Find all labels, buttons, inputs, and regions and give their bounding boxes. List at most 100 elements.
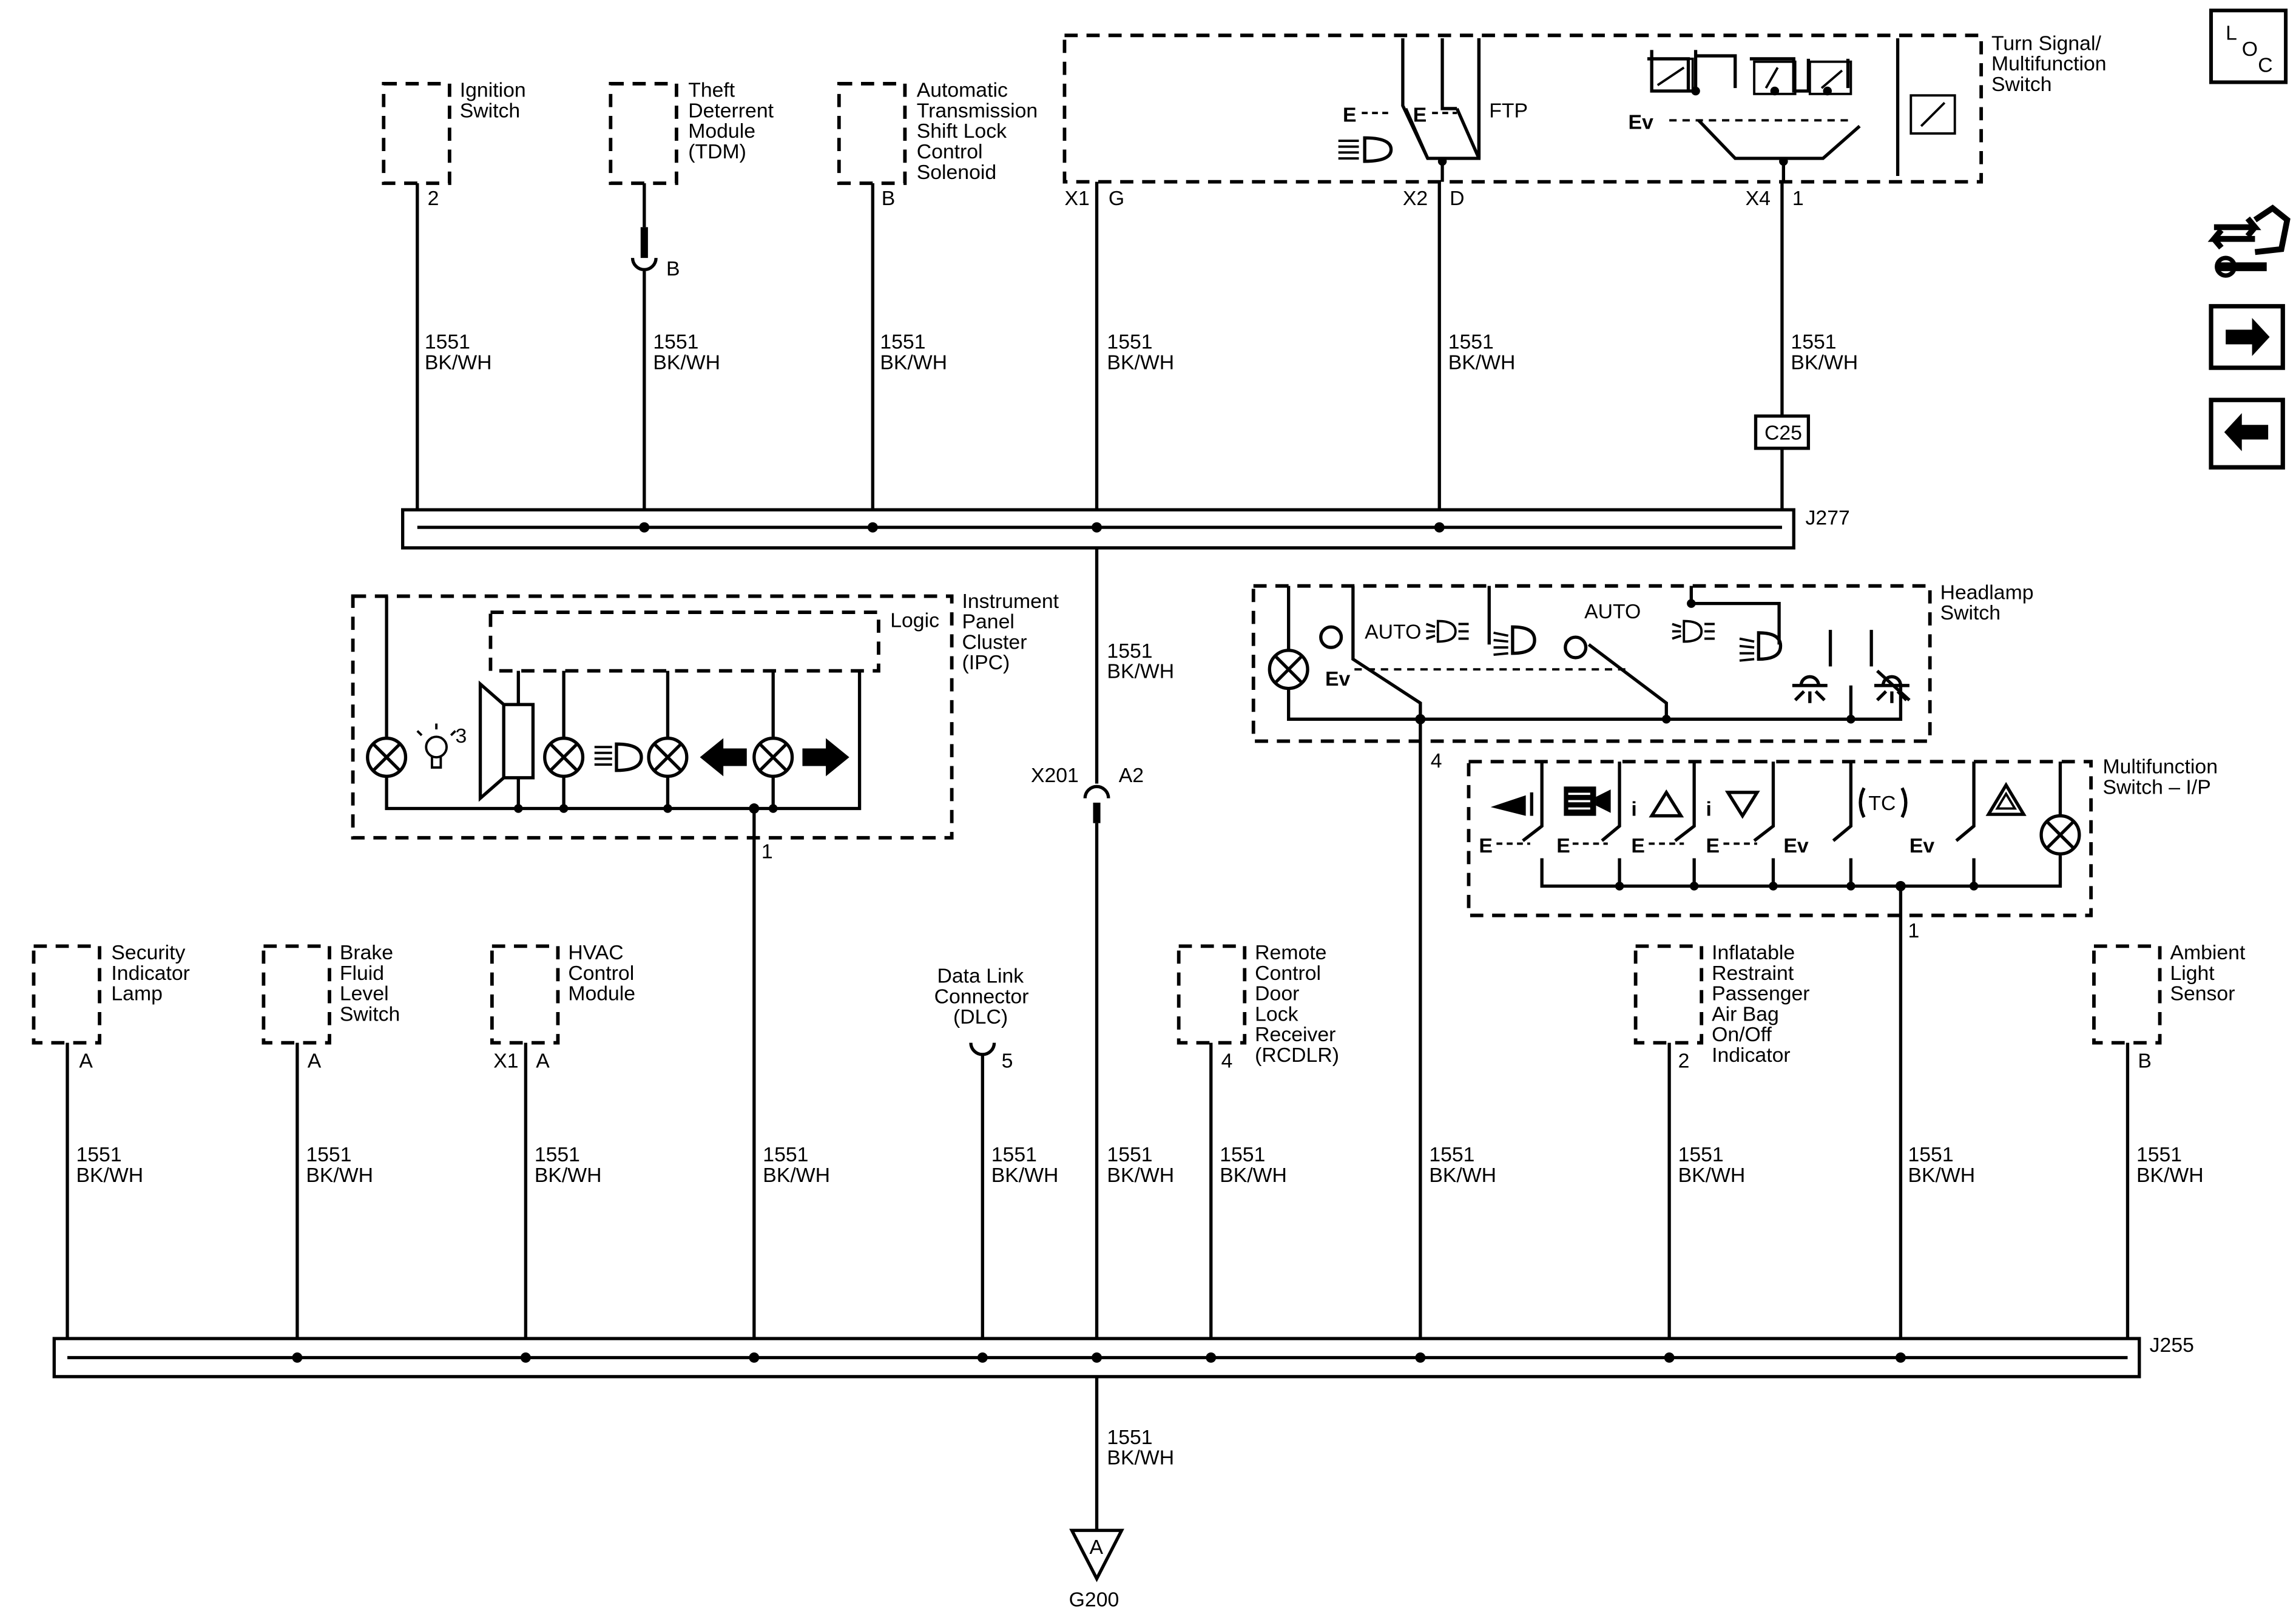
svg-text:i: i (1706, 798, 1711, 821)
svg-text:Shift Lock: Shift Lock (917, 120, 1007, 143)
security-indicator-lamp[interactable]: Security Indicator Lamp A (32, 941, 190, 1073)
high-beam-icon (594, 742, 643, 772)
next-page-arrow-icon[interactable] (2209, 304, 2285, 370)
svg-text:Indicator: Indicator (1712, 1044, 1791, 1067)
air-bag-on-off-indicator[interactable]: Inflatable Restraint Passenger Air Bag O… (1633, 941, 1810, 1073)
connector-c25[interactable]: C25 (1754, 414, 1811, 450)
svg-text:BK/WH: BK/WH (653, 351, 720, 374)
svg-text:X201: X201 (1031, 764, 1079, 787)
svg-text:1551: 1551 (1448, 331, 1494, 354)
theft-deterrent-module[interactable]: Theft Deterrent Module (TDM) B (609, 79, 774, 280)
lamp-icon (2039, 814, 2081, 856)
shift-lock-solenoid[interactable]: Automatic Transmission Shift Lock Contro… (837, 79, 1038, 211)
data-link-connector[interactable]: Data Link Connector (DLC) 5 (934, 965, 1029, 1073)
svg-text:Multifunction: Multifunction (2102, 755, 2218, 778)
svg-text:A: A (1089, 1536, 1103, 1559)
brake-fluid-level-switch[interactable]: Brake Fluid Level Switch A (262, 941, 400, 1073)
solenoid-e-icon: E (1413, 104, 1427, 127)
inline-connector-icon (630, 257, 658, 271)
svg-text:1551: 1551 (991, 1143, 1037, 1166)
lamp-icon (366, 737, 408, 778)
hvac-control-module[interactable]: HVAC Control Module X1 A (490, 941, 635, 1073)
previous-page-arrow-icon[interactable] (2209, 397, 2285, 470)
svg-text:C: C (2258, 54, 2272, 77)
solenoid-ev-icon: Ev (1783, 834, 1809, 857)
dome-lamp-icon (1792, 675, 1828, 703)
svg-text:Switch: Switch (460, 99, 520, 122)
svg-text:Deterrent: Deterrent (688, 99, 774, 122)
multifunction-switch-ip[interactable]: Multifunction Switch – I/P E E E E Ev Ev (1467, 755, 2218, 942)
svg-text:Passenger: Passenger (1712, 982, 1809, 1005)
svg-text:G: G (1109, 187, 1124, 210)
svg-text:1: 1 (1792, 187, 1804, 210)
svg-text:1551: 1551 (1791, 331, 1836, 354)
svg-text:Solenoid: Solenoid (917, 161, 996, 184)
auto-lamp-icon (1425, 619, 1469, 643)
svg-text:Headlamp: Headlamp (1940, 581, 2034, 604)
connector-end-view-icon[interactable] (2207, 204, 2291, 278)
traction-control-icon: TC (1859, 787, 1908, 819)
svg-text:Restraint: Restraint (1712, 962, 1794, 985)
ignition-switch[interactable]: Ignition Switch 2 (382, 79, 526, 211)
svg-text:BK/WH: BK/WH (306, 1164, 373, 1187)
trunk-release-icon (1490, 792, 1533, 816)
svg-text:1551: 1551 (1678, 1143, 1724, 1166)
svg-text:A: A (536, 1050, 550, 1073)
svg-text:Brake: Brake (340, 941, 393, 964)
left-turn-arrow-icon (700, 738, 747, 777)
svg-text:Fluid: Fluid (340, 962, 384, 985)
svg-text:(TDM): (TDM) (688, 140, 746, 163)
svg-text:Theft: Theft (688, 79, 735, 102)
svg-text:1551: 1551 (763, 1143, 808, 1166)
inline-connector-x201[interactable]: X201 A2 (1031, 764, 1144, 823)
top-wires (416, 181, 1784, 784)
turn-signal-multifunction-switch[interactable]: Turn Signal/ Multifunction Switch E E FT… (1062, 32, 2107, 210)
right-turn-arrow-icon (802, 738, 849, 777)
svg-text:Multifunction: Multifunction (1991, 52, 2107, 75)
high-beam-icon (1338, 136, 1393, 163)
svg-text:Module: Module (688, 120, 755, 143)
splice-j277[interactable]: J277 (400, 506, 1850, 550)
solenoid-e-icon: E (1556, 834, 1570, 857)
lamp-icon (647, 737, 689, 778)
svg-text:(IPC): (IPC) (962, 651, 1010, 674)
ground-g200[interactable]: A G200 (1069, 1528, 1124, 1612)
svg-text:X1: X1 (1064, 187, 1089, 210)
svg-text:Lock: Lock (1255, 1002, 1298, 1025)
svg-text:BK/WH: BK/WH (991, 1164, 1059, 1187)
dome-lamp-off-icon (1874, 669, 1911, 703)
headlamp-switch[interactable]: Headlamp Switch Ev AUTO AUTO (1251, 581, 2034, 772)
svg-text:Security: Security (111, 941, 185, 964)
svg-text:2: 2 (1678, 1050, 1690, 1073)
svg-text:i: i (1631, 798, 1636, 821)
svg-text:4: 4 (1221, 1050, 1233, 1073)
svg-text:Inflatable: Inflatable (1712, 941, 1795, 964)
ambient-light-sensor[interactable]: Ambient Light Sensor B (2092, 941, 2246, 1073)
svg-text:L: L (2226, 22, 2237, 45)
instrument-panel-cluster[interactable]: Logic Instrument Panel Cluster (IPC) 3 (351, 590, 1059, 863)
remote-control-door-lock-receiver[interactable]: Remote Control Door Lock Receiver (RCDLR… (1177, 941, 1339, 1073)
splice-j255[interactable]: J255 (52, 1334, 2194, 1379)
loc-icon[interactable]: L O C (2209, 8, 2288, 84)
svg-text:D: D (1450, 187, 1464, 210)
svg-text:BK/WH: BK/WH (1448, 351, 1516, 374)
svg-text:B: B (2138, 1050, 2152, 1073)
auto-lamp-icon (1672, 619, 1715, 643)
svg-text:On/Off: On/Off (1712, 1023, 1772, 1046)
svg-text:Control: Control (1255, 962, 1321, 985)
hazard-icon (1985, 781, 2027, 816)
svg-text:B: B (882, 187, 896, 210)
svg-text:O: O (2242, 38, 2258, 61)
svg-text:BK/WH: BK/WH (76, 1164, 143, 1187)
svg-text:4: 4 (1431, 749, 1442, 772)
svg-text:BK/WH: BK/WH (1107, 1447, 1174, 1470)
svg-text:X4: X4 (1746, 187, 1771, 210)
svg-text:BK/WH: BK/WH (425, 351, 492, 374)
svg-text:Cluster: Cluster (962, 630, 1027, 653)
svg-text:Light: Light (2170, 962, 2215, 985)
svg-text:A: A (308, 1050, 322, 1073)
svg-text:BK/WH: BK/WH (1220, 1164, 1287, 1187)
svg-text:Air Bag: Air Bag (1712, 1002, 1779, 1025)
solenoid-e-icon: E (1706, 834, 1720, 857)
